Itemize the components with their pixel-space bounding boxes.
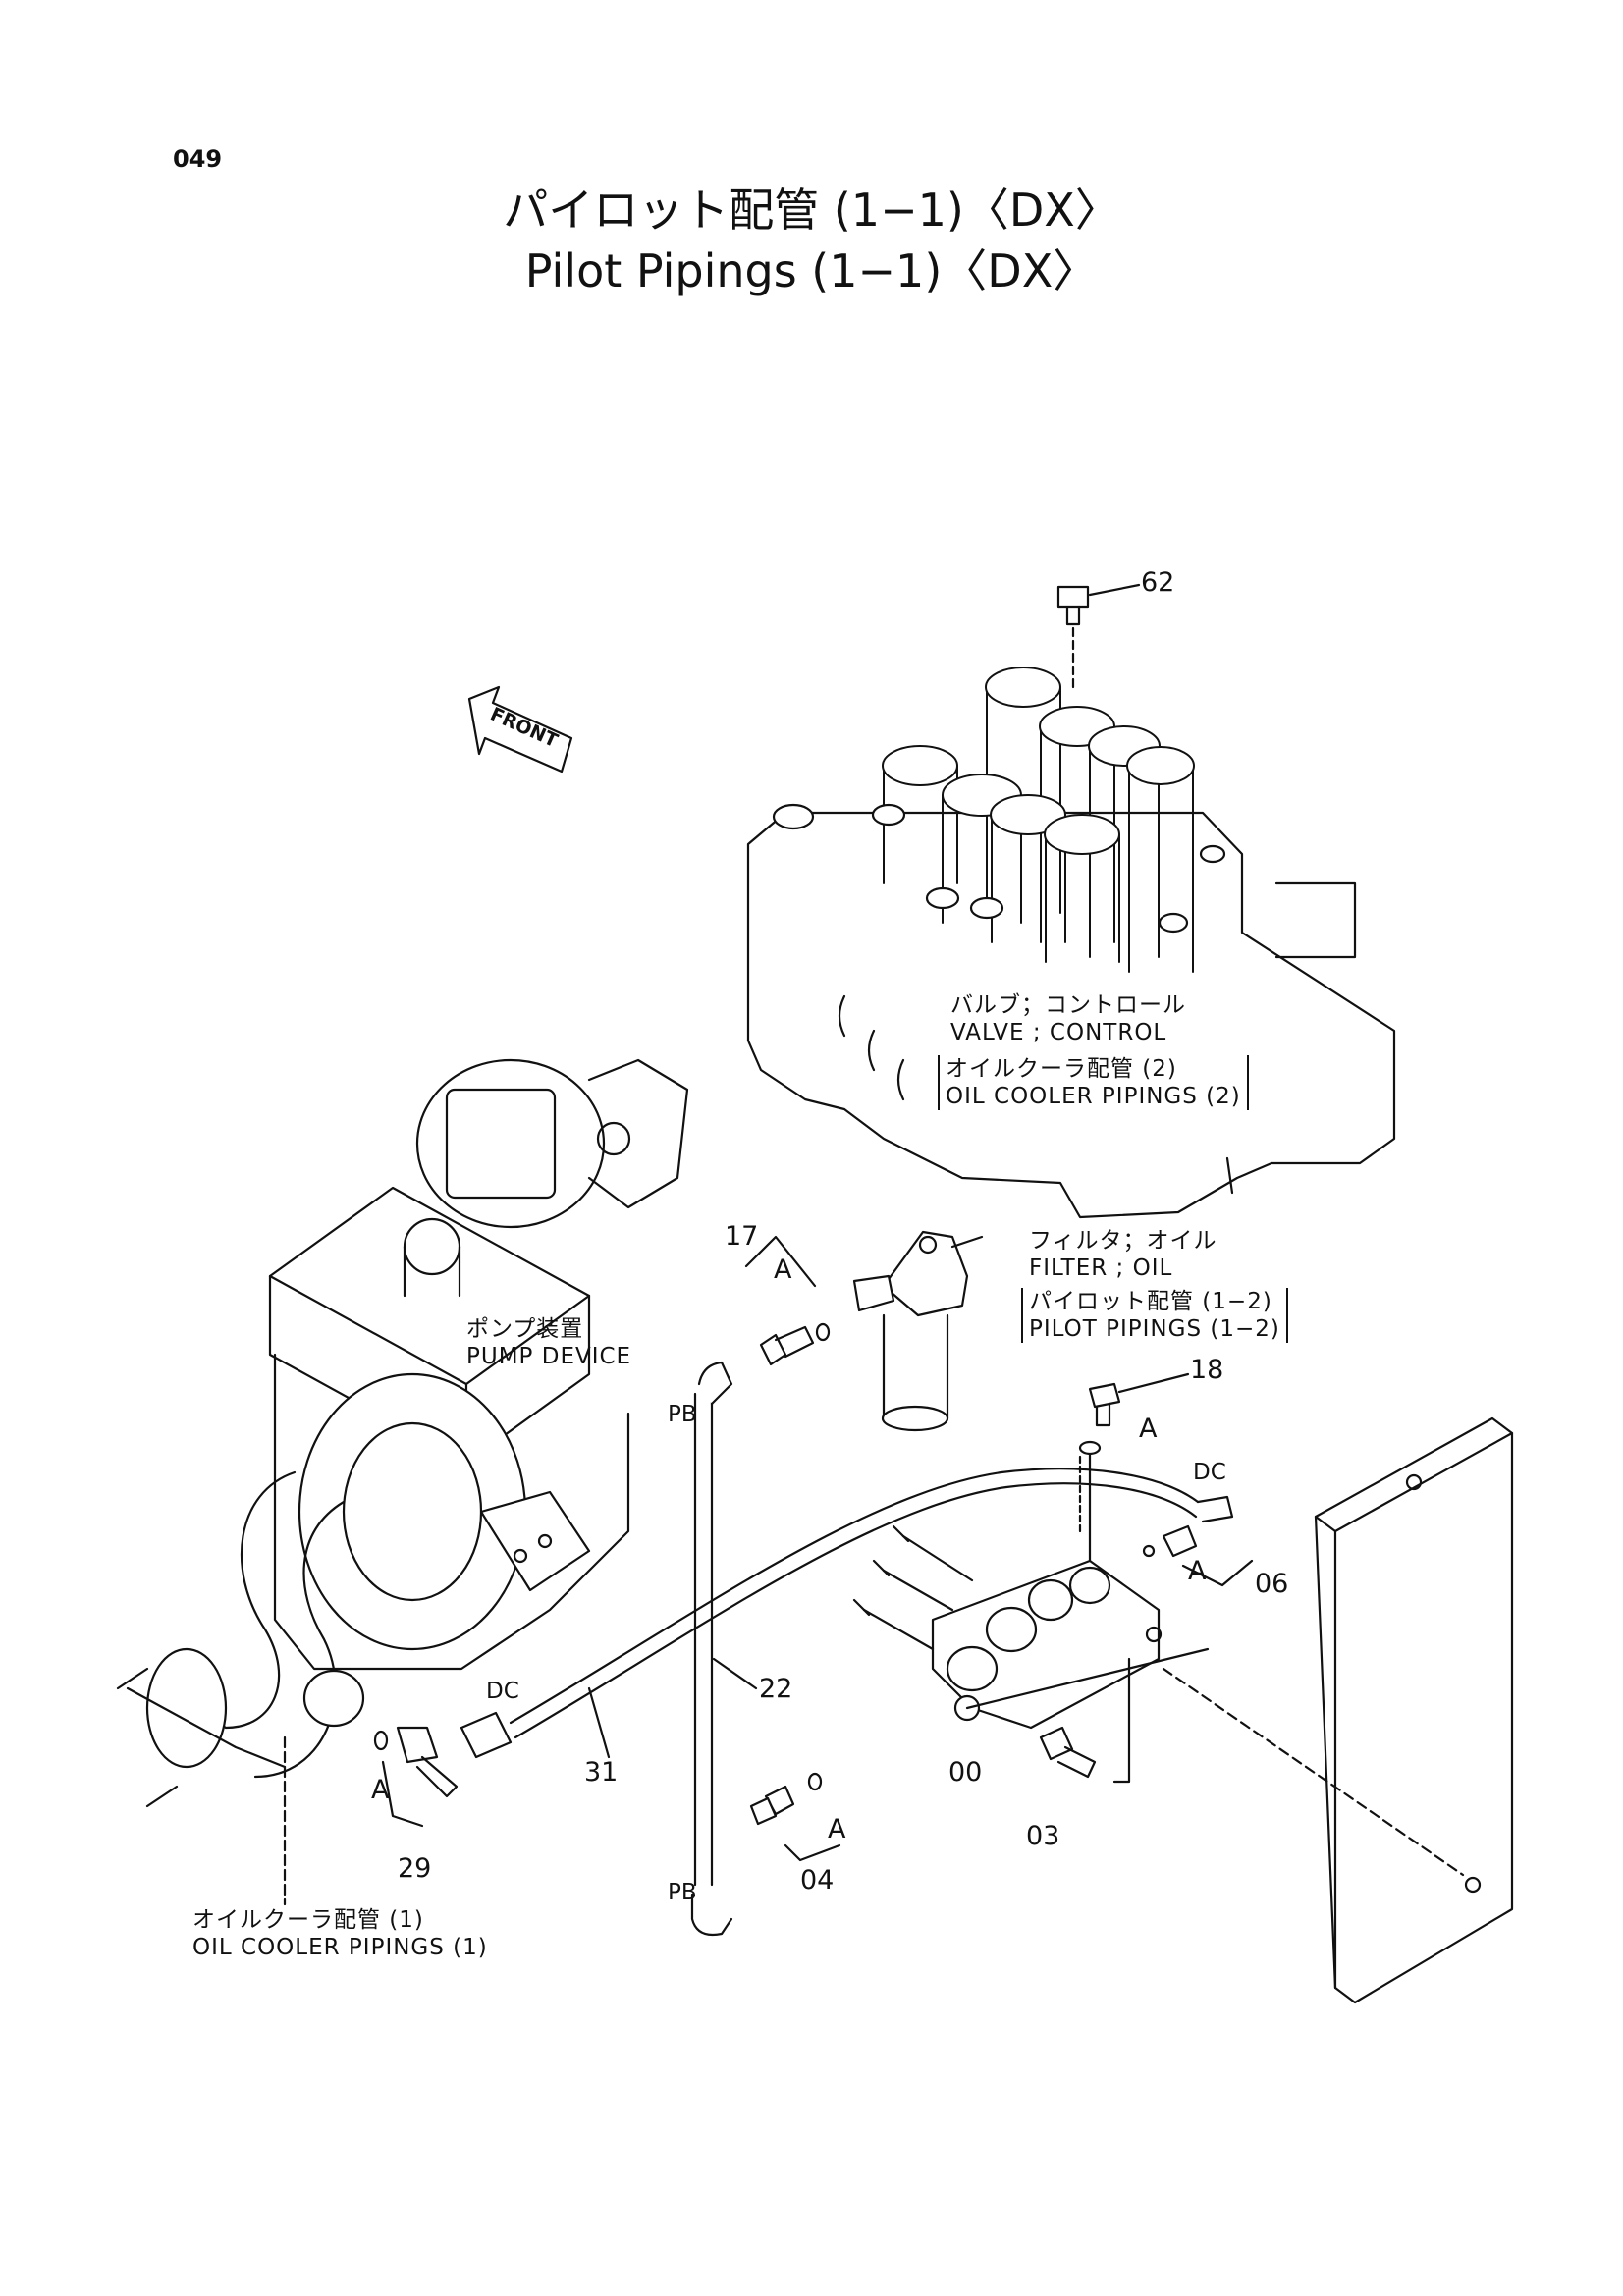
front-arrow-icon: FRONT	[467, 685, 573, 774]
port-mark-a-29: A	[371, 1775, 390, 1805]
part-number-03: 03	[1026, 1821, 1060, 1851]
fitting-18	[1078, 1372, 1190, 1563]
part-number-17: 17	[725, 1221, 759, 1252]
part-number-29: 29	[398, 1853, 432, 1884]
port-mark-dc-right: DC	[1193, 1460, 1226, 1485]
label-valve-control: バルブ；コントロール VALVE ; CONTROL	[950, 991, 1186, 1046]
label-pilot-1-2-en: PILOT PIPINGS (1−2)	[1029, 1316, 1280, 1342]
fitting-06	[1142, 1524, 1254, 1587]
solenoid-valve-block	[852, 1451, 1210, 1730]
label-pilot-1-2-jp: パイロット配管 (1−2)	[1029, 1289, 1272, 1314]
label-oil-cooler-1: オイルクーラ配管 (1) OIL COOLER PIPINGS (1)	[192, 1906, 488, 1961]
label-oil-cooler-1-en: OIL COOLER PIPINGS (1)	[192, 1935, 488, 1960]
pipe-22	[690, 1361, 758, 1937]
port-mark-dc-left: DC	[486, 1679, 519, 1704]
label-oil-filter: フィルタ；オイル FILTER ; OIL	[1029, 1227, 1217, 1282]
label-pump-jp: ポンプ装置	[466, 1316, 584, 1342]
port-mark-pb-bottom: PB	[668, 1880, 697, 1905]
page-title-japanese: パイロット配管 (1−1)〈DX〉	[503, 184, 1120, 237]
label-oil-cooler-2: オイルクーラ配管 (2) OIL COOLER PIPINGS (2)	[938, 1055, 1249, 1110]
part-number-62: 62	[1141, 567, 1175, 598]
port-mark-a-17: A	[774, 1255, 792, 1285]
label-oil-cooler-2-jp: オイルクーラ配管 (2)	[946, 1056, 1177, 1082]
label-oil-cooler-2-en: OIL COOLER PIPINGS (2)	[946, 1084, 1241, 1109]
label-filter-en: FILTER ; OIL	[1029, 1255, 1173, 1281]
pump-device	[116, 1058, 689, 1808]
port-mark-pb-top: PB	[668, 1402, 697, 1427]
part-number-31: 31	[584, 1757, 619, 1788]
label-valve-en: VALVE ; CONTROL	[950, 1020, 1167, 1045]
part-number-06: 06	[1255, 1569, 1289, 1599]
mounting-plate	[1162, 1416, 1514, 2004]
port-mark-a-18: A	[1139, 1414, 1158, 1444]
oil-filter	[852, 1230, 984, 1432]
fitting-29	[373, 1726, 459, 1828]
label-pump-device: ポンプ装置 PUMP DEVICE	[466, 1315, 631, 1370]
hose-31	[460, 1468, 1234, 1759]
port-mark-a-04: A	[828, 1814, 846, 1844]
control-valve	[746, 667, 1396, 1219]
plug-62	[1056, 583, 1141, 689]
port-mark-a-06: A	[1188, 1556, 1207, 1586]
page-number: 049	[173, 145, 223, 173]
fitting-04	[749, 1772, 841, 1862]
part-number-22: 22	[759, 1674, 793, 1704]
part-number-18: 18	[1190, 1355, 1224, 1385]
label-valve-jp: バルブ；コントロール	[950, 992, 1186, 1018]
part-number-04: 04	[800, 1865, 835, 1896]
label-pump-en: PUMP DEVICE	[466, 1344, 632, 1369]
part-number-00: 00	[948, 1757, 983, 1788]
bolt-03	[1039, 1657, 1131, 1784]
page-title-english: Pilot Pipings (1−1)〈DX〉	[524, 244, 1099, 297]
fitting-17	[744, 1235, 831, 1366]
label-filter-jp: フィルタ；オイル	[1029, 1228, 1217, 1254]
label-pilot-pipings-1-2: パイロット配管 (1−2) PILOT PIPINGS (1−2)	[1021, 1288, 1288, 1343]
label-oil-cooler-1-jp: オイルクーラ配管 (1)	[192, 1907, 424, 1933]
